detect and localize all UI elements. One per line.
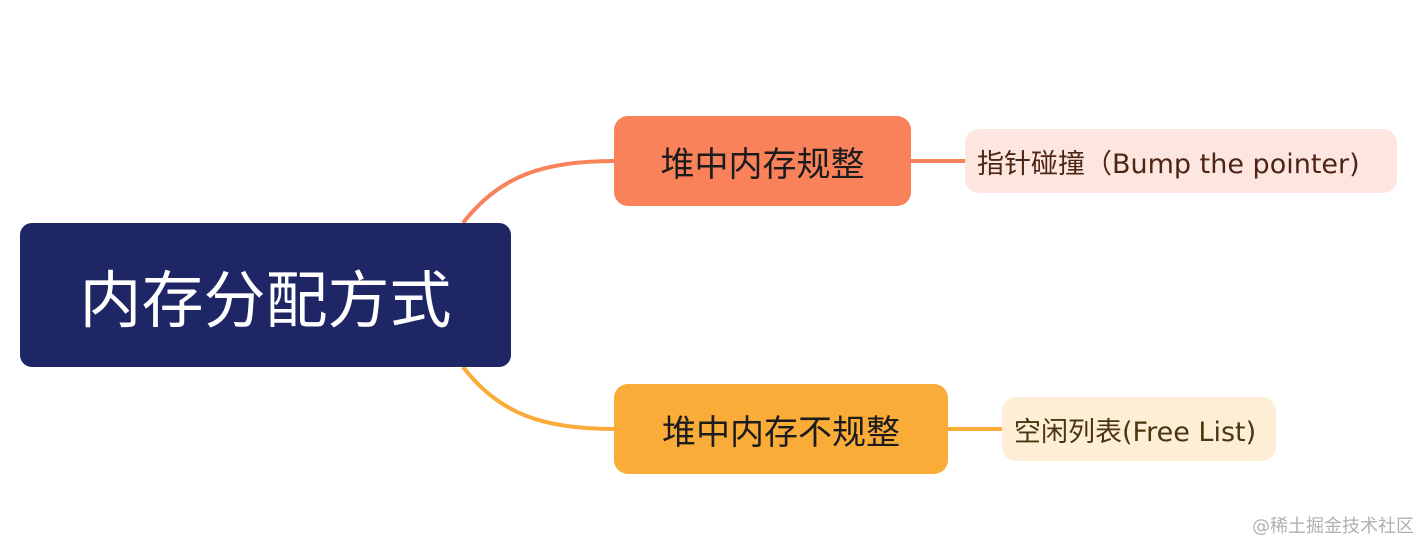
leaf-node-label: 空闲列表(Free List) [1014,416,1257,448]
branch-node-heap-irregular[interactable]: 堆中内存不规整 [614,384,948,474]
branch-node-label: 堆中内存不规整 [662,412,900,453]
connector-root-to-branch-2 [461,365,615,431]
leaf-node-bump-the-pointer[interactable]: 指针碰撞（Bump the pointer) [965,129,1397,193]
connector-root-to-branch-1 [461,159,615,225]
branch-node-heap-regular[interactable]: 堆中内存规整 [614,116,911,206]
leaf-node-label: 指针碰撞（Bump the pointer) [977,148,1360,180]
root-node-label: 内存分配方式 [79,264,452,337]
root-node[interactable]: 内存分配方式 [20,223,511,367]
leaf-node-free-list[interactable]: 空闲列表(Free List) [1002,397,1276,461]
branch-node-label: 堆中内存规整 [660,144,865,185]
watermark: @稀土掘金技术社区 [1252,516,1414,537]
